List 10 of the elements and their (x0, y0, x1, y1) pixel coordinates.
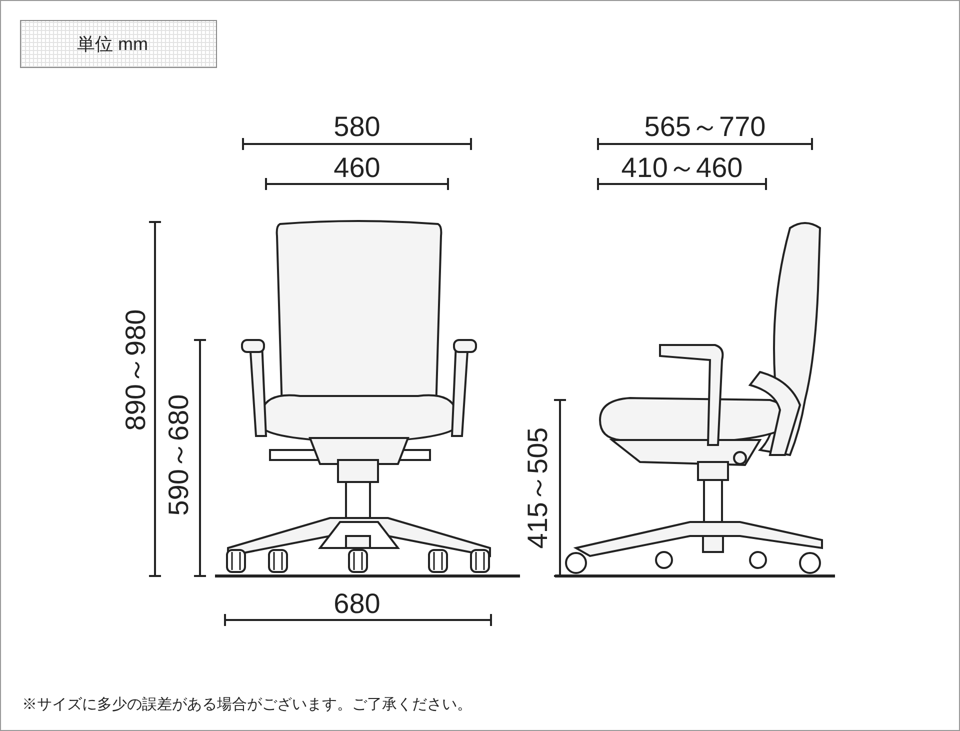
dimension-value: 565～770 (644, 113, 766, 141)
dimension-value: 890～980 (122, 309, 150, 431)
dimension-value: 415～505 (524, 427, 552, 549)
dimension-value: 410～460 (621, 154, 743, 182)
note-text: ※サイズに多少の誤差がある場合がございます。ご了承ください。 (22, 695, 472, 715)
dimension-value: 590～680 (165, 394, 193, 516)
dimension-value: 680 (334, 590, 380, 618)
dimension-value: 580 (334, 113, 380, 141)
unit-label-box: 単位 mm (20, 20, 217, 68)
dimension-value: 460 (334, 154, 380, 182)
